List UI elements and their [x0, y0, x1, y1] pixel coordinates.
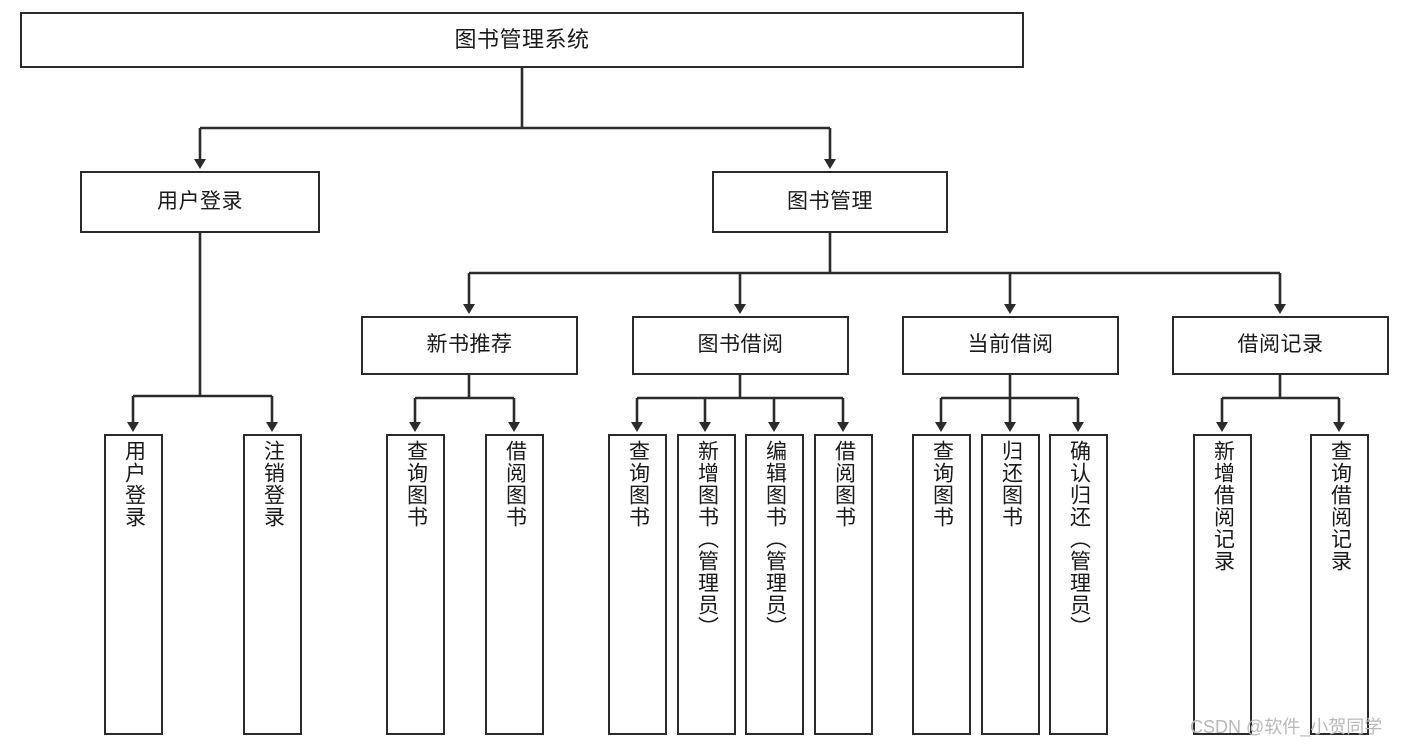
node-book-management-system[interactable]: 图书管理系统	[20, 12, 1024, 68]
leaf-logout[interactable]: 注销登录	[243, 434, 302, 735]
node-current-borrow[interactable]: 当前借阅	[902, 316, 1119, 375]
leaf-add-borrow-record[interactable]: 新增借阅记录	[1193, 434, 1252, 735]
leaf-label: 用户登录	[122, 440, 146, 528]
leaf-label: 归还图书	[999, 440, 1023, 528]
node-borrow-record[interactable]: 借阅记录	[1172, 316, 1389, 375]
leaf-borrow-book-newbook[interactable]: 借阅图书	[485, 434, 544, 735]
node-book-borrow[interactable]: 图书借阅	[632, 316, 849, 375]
csdn-watermark: CSDN @软件_小贺同学	[1190, 717, 1383, 737]
node-book-management[interactable]: 图书管理	[712, 171, 948, 233]
leaf-label: 查询图书	[404, 440, 428, 528]
leaf-edit-book-admin[interactable]: 编辑图书（管理员）	[745, 434, 804, 735]
leaf-label: 查询图书	[930, 440, 954, 528]
leaf-query-borrow-record[interactable]: 查询借阅记录	[1310, 434, 1369, 735]
node-new-book-recommend[interactable]: 新书推荐	[361, 316, 578, 375]
leaf-label: 编辑图书（管理员）	[763, 440, 787, 638]
leaf-label: 确认归还（管理员）	[1067, 440, 1091, 638]
leaf-label: 借阅图书	[832, 440, 856, 528]
leaf-label: 新增借阅记录	[1211, 440, 1235, 572]
leaf-confirm-return-admin[interactable]: 确认归还（管理员）	[1049, 434, 1108, 735]
leaf-label: 借阅图书	[503, 440, 527, 528]
node-label: 图书管理系统	[454, 27, 590, 53]
leaf-add-book-admin[interactable]: 新增图书（管理员）	[677, 434, 736, 735]
leaf-return-book[interactable]: 归还图书	[981, 434, 1040, 735]
leaf-borrow-book[interactable]: 借阅图书	[814, 434, 873, 735]
node-label: 借阅记录	[1237, 333, 1324, 357]
node-label: 图书借阅	[697, 333, 784, 357]
leaf-label: 注销登录	[261, 440, 285, 528]
leaf-query-book-current[interactable]: 查询图书	[912, 434, 971, 735]
leaf-query-book-newbook[interactable]: 查询图书	[386, 434, 445, 735]
leaf-label: 新增图书（管理员）	[695, 440, 719, 638]
node-label: 图书管理	[787, 189, 873, 213]
leaf-label: 查询借阅记录	[1328, 440, 1352, 572]
leaf-query-book-borrow[interactable]: 查询图书	[608, 434, 667, 735]
node-label: 当前借阅	[967, 333, 1054, 357]
node-user-login[interactable]: 用户登录	[80, 171, 320, 233]
leaf-label: 查询图书	[626, 440, 650, 528]
node-label: 新书推荐	[426, 333, 513, 357]
node-label: 用户登录	[157, 189, 243, 213]
leaf-user-login[interactable]: 用户登录	[104, 434, 163, 735]
